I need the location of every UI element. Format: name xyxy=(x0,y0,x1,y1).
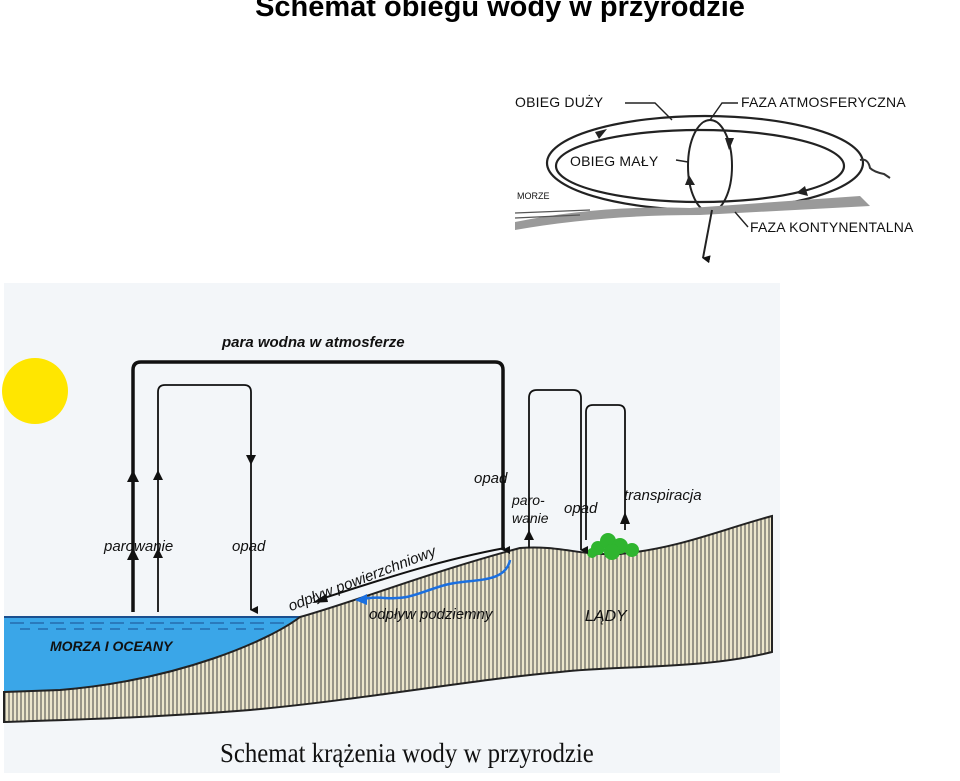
label-odplyw-podziemny: odpływ podziemny xyxy=(369,606,493,623)
inset-ground xyxy=(515,196,870,230)
cycle-arrowhead xyxy=(685,175,695,185)
large-cycle-inner-ring xyxy=(554,128,846,204)
label-transpiracja: transpiracja xyxy=(624,487,702,504)
label-morza-i-oceany: MORZA I OCEANY xyxy=(50,638,173,654)
sea-small-loop xyxy=(157,384,258,614)
cycle-arrowhead xyxy=(725,138,734,150)
plant-icon xyxy=(587,533,639,560)
cycle-inset xyxy=(514,102,891,264)
surface-runoff-arrowhead xyxy=(312,594,328,603)
label-opad-plant: opad xyxy=(564,500,598,517)
diagram-caption: Schemat krążenia wody w przyrodzie xyxy=(220,738,594,768)
transpiration-loop xyxy=(585,404,626,540)
page-title: Schemat obiegu wody w przyrodzie xyxy=(255,0,745,23)
land-evaporation-loop xyxy=(528,389,588,554)
label-faza-atmosferyczna: FAZA ATMOSFERYCZNA xyxy=(741,94,906,110)
main-diagram xyxy=(2,283,780,773)
label-parowanie-land-2: wanie xyxy=(512,510,549,526)
label-obieg-duzy: OBIEG DUŻY xyxy=(515,94,604,110)
underground-flow-line xyxy=(356,559,512,602)
label-para-wodna: para wodna w atmosferze xyxy=(222,334,405,351)
small-cycle-ring xyxy=(687,119,733,213)
sun-icon xyxy=(2,358,68,424)
cycle-arrowhead xyxy=(796,186,808,196)
sea-body xyxy=(4,617,300,692)
label-lady: LĄDY xyxy=(585,608,627,625)
land-body xyxy=(3,514,773,724)
label-opad-sea: opad xyxy=(232,538,266,555)
underground-flow-arrowhead xyxy=(355,594,367,605)
label-obieg-maly: OBIEG MAŁY xyxy=(570,153,659,169)
label-parowanie-sea: parowanie xyxy=(104,538,174,555)
atmospheric-vapor-loop xyxy=(131,360,510,612)
surface-runoff-line xyxy=(317,547,506,601)
percolation-arrow xyxy=(702,209,713,264)
label-parowanie-land-1: paro- xyxy=(512,492,545,508)
label-faza-kontynentalna: FAZA KONTYNENTALNA xyxy=(750,219,914,235)
inset-coast xyxy=(859,158,891,179)
label-opad-land: opad xyxy=(474,470,508,487)
cycle-arrowhead xyxy=(595,129,607,139)
label-morze: MORZE xyxy=(517,191,550,201)
